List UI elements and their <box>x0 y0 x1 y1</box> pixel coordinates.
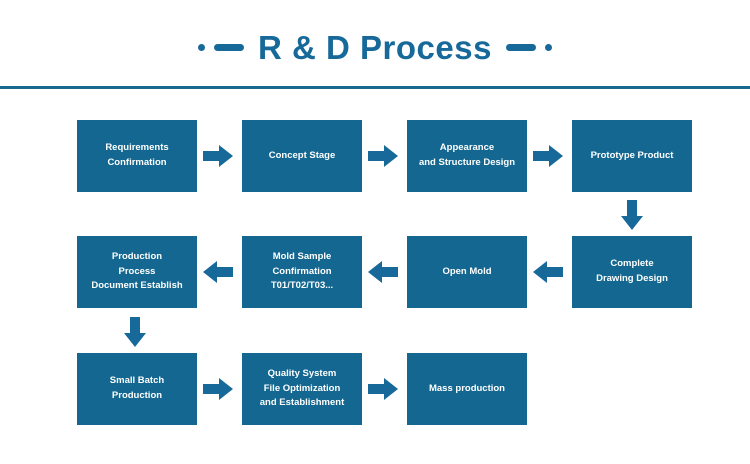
process-node-small-batch-production[interactable]: Small Batch Production <box>77 353 197 425</box>
node-label: Mold Sample Confirmation T01/T02/T03... <box>270 250 334 292</box>
node-label: Mass production <box>428 382 505 394</box>
process-node-mass-production[interactable]: Mass production <box>407 353 527 425</box>
header-divider <box>0 86 750 89</box>
arrow-left-icon <box>368 259 398 285</box>
arrow-left-icon <box>533 259 563 285</box>
dot-icon <box>544 43 552 51</box>
arrow-right-icon <box>368 143 398 169</box>
process-node-complete-drawing-design[interactable]: Complete Drawing Design <box>572 236 692 308</box>
node-label: Appearance and Structure Design <box>418 142 516 168</box>
title-decoration-right <box>505 43 552 51</box>
arrow-right-icon <box>203 143 233 169</box>
arrow-down-icon <box>122 317 148 347</box>
flow-diagram: Requirements Confirmation Concept Stage … <box>0 89 750 464</box>
dash-icon <box>214 43 245 51</box>
page-title: R & D Process <box>258 28 492 66</box>
node-label: Quality System File Optimization and Est… <box>259 367 345 409</box>
dot-icon <box>198 43 206 51</box>
node-label: Concept Stage <box>268 149 336 161</box>
arrow-left-icon <box>203 259 233 285</box>
arrow-right-icon <box>533 143 563 169</box>
process-node-production-process-document-establish[interactable]: Production Process Document Establish <box>77 236 197 308</box>
process-node-prototype-product[interactable]: Prototype Product <box>572 120 692 192</box>
process-node-appearance-structure-design[interactable]: Appearance and Structure Design <box>407 120 527 192</box>
process-node-open-mold[interactable]: Open Mold <box>407 236 527 308</box>
dash-icon <box>505 43 536 51</box>
page-header: R & D Process <box>0 0 750 89</box>
process-node-concept-stage[interactable]: Concept Stage <box>242 120 362 192</box>
arrow-down-icon <box>619 200 645 230</box>
node-label: Small Batch Production <box>109 375 165 401</box>
node-label: Requirements Confirmation <box>105 142 169 168</box>
title-decoration-left <box>198 43 245 51</box>
arrow-right-icon <box>368 376 398 402</box>
arrow-right-icon <box>203 376 233 402</box>
node-label: Production Process Document Establish <box>91 250 183 292</box>
process-node-requirements-confirmation[interactable]: Requirements Confirmation <box>77 120 197 192</box>
node-label: Complete Drawing Design <box>596 258 668 284</box>
process-node-quality-system-file-optimization[interactable]: Quality System File Optimization and Est… <box>242 353 362 425</box>
title-row: R & D Process <box>0 24 750 70</box>
node-label: Prototype Product <box>590 149 674 161</box>
process-node-mold-sample-confirmation[interactable]: Mold Sample Confirmation T01/T02/T03... <box>242 236 362 308</box>
node-label: Open Mold <box>442 265 492 277</box>
